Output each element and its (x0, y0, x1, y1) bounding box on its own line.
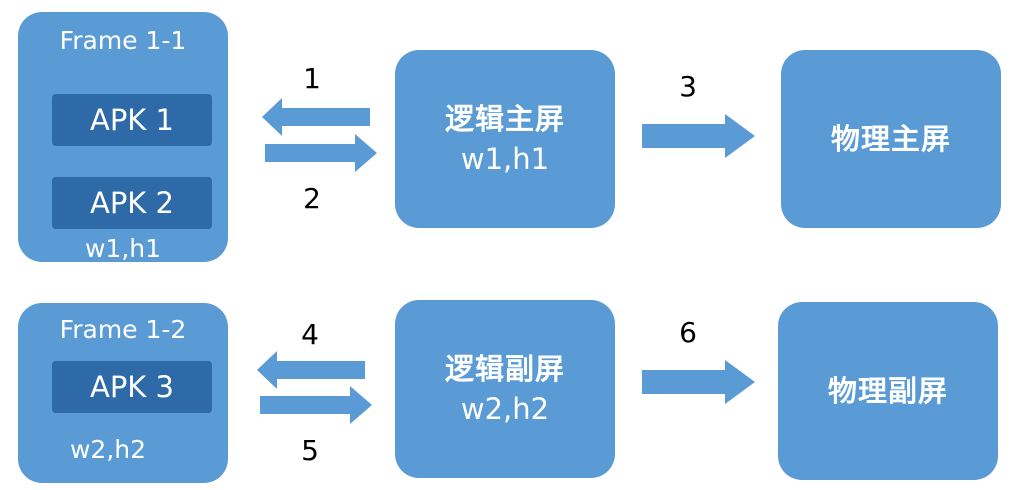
arrow-1-left (262, 98, 370, 136)
frame-1-1-box: Frame 1-1 APK 1 APK 2 w1,h1 (18, 12, 228, 263)
arrow-6-forward (642, 360, 755, 404)
logical-sub-title: 逻辑副屏 (444, 352, 565, 386)
frame-dims: w1,h1 (84, 234, 162, 263)
physical-sub-title: 物理副屏 (827, 374, 948, 408)
arrow-4-left (257, 351, 365, 389)
arrow-label-2: 2 (303, 182, 321, 215)
arrow-5-right (260, 386, 372, 424)
apk-2-box: APK 2 (52, 177, 212, 229)
physical-sub-screen-box: 物理副屏 (778, 302, 998, 480)
physical-main-screen-box: 物理主屏 (781, 50, 1001, 228)
arrow-label-3: 3 (679, 70, 697, 103)
logical-sub-screen-box: 逻辑副屏 w2,h2 (395, 300, 615, 478)
arrow-label-4: 4 (301, 318, 319, 351)
arrow-label-5: 5 (301, 434, 319, 467)
arrow-label-6: 6 (679, 316, 697, 349)
frame-dims: w2,h2 (69, 435, 147, 464)
logical-main-screen-box: 逻辑主屏 w1,h1 (395, 50, 615, 228)
logical-main-dims: w1,h1 (460, 142, 550, 176)
apk-1-box: APK 1 (52, 94, 212, 146)
logical-sub-dims: w2,h2 (460, 392, 550, 426)
arrow-3-forward (642, 114, 755, 158)
apk-3-box: APK 3 (52, 361, 212, 413)
frame-title: Frame 1-2 (59, 315, 187, 344)
frame-title: Frame 1-1 (59, 26, 187, 55)
frame-1-2-box: Frame 1-2 APK 3 w2,h2 (18, 303, 228, 483)
logical-main-title: 逻辑主屏 (444, 102, 565, 136)
physical-main-title: 物理主屏 (830, 122, 951, 156)
arrow-2-right (265, 134, 377, 172)
arrow-label-1: 1 (303, 62, 321, 95)
